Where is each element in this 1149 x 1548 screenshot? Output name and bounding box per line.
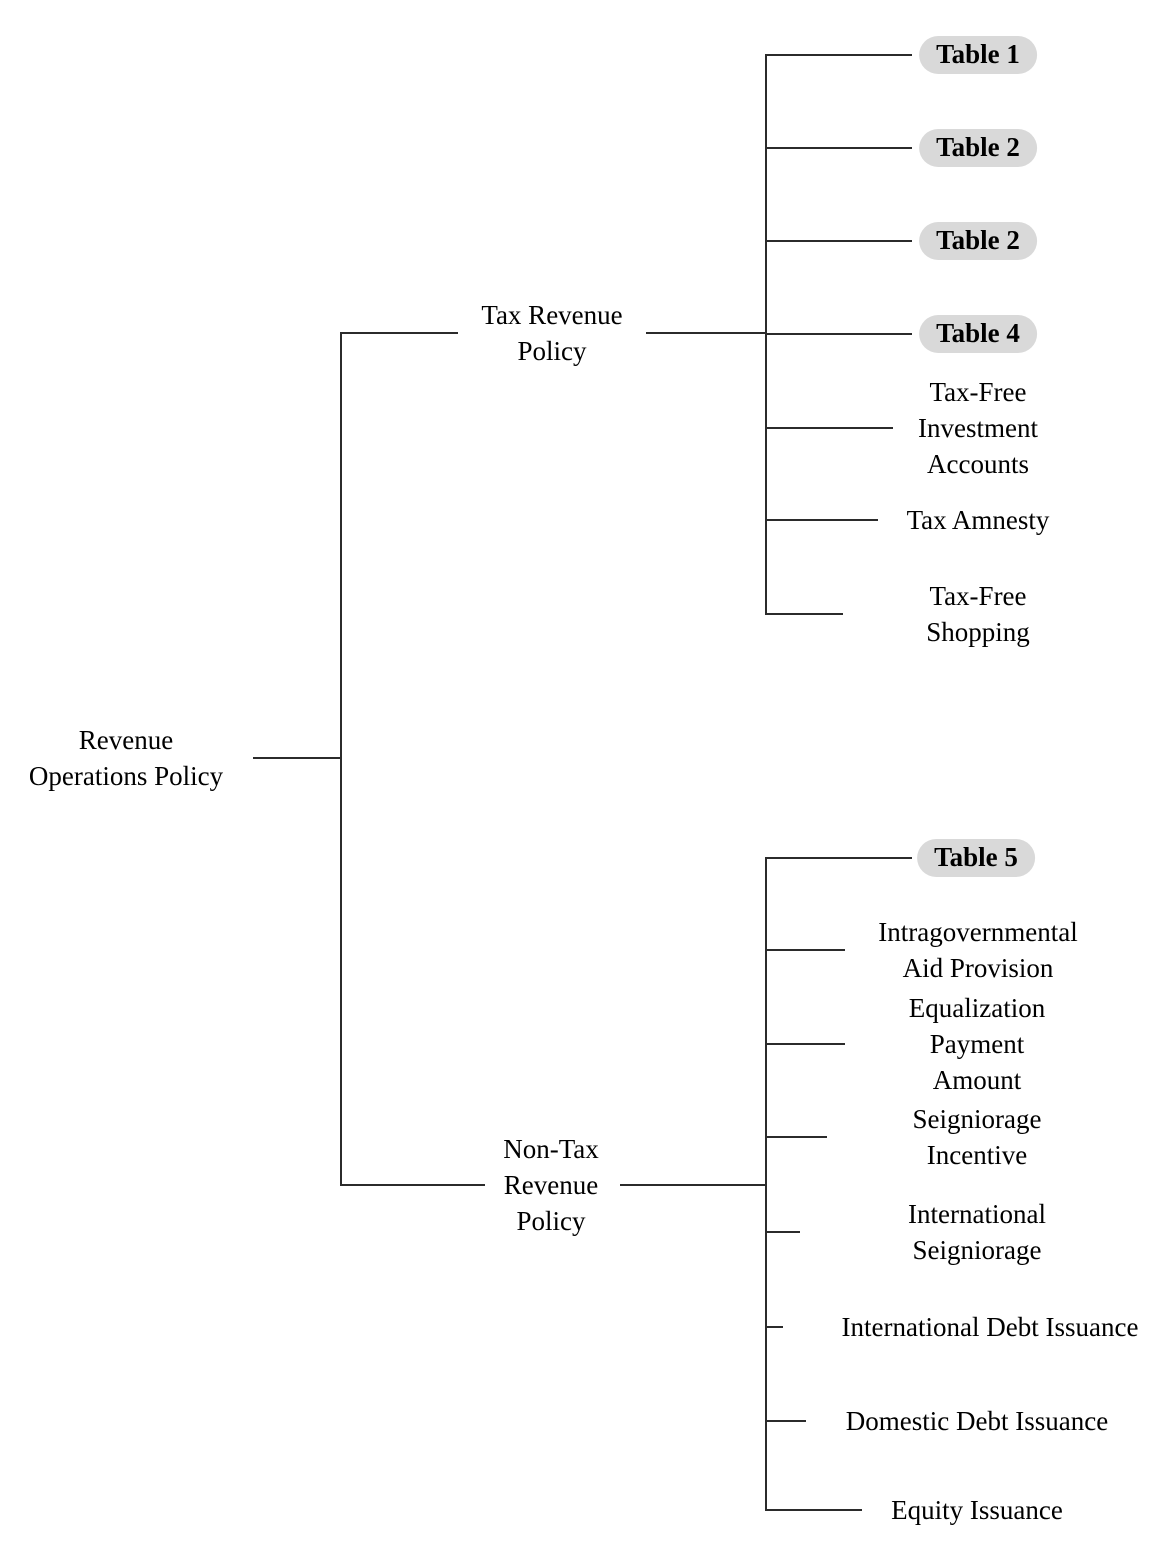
leaf-table-2b: Table 2	[919, 222, 1037, 260]
leaf-equalization-payment-amount: Equalization Payment Amount	[908, 993, 1046, 1095]
edge-tax-free-investment-accounts	[765, 427, 893, 429]
leaf-table-4: Table 4	[919, 315, 1037, 353]
edge-table-2a	[765, 147, 912, 149]
edge-equalization-payment-amount	[765, 1043, 845, 1045]
leaf-tax-free-investment-accounts: Tax-Free Investment Accounts	[918, 377, 1038, 479]
edge-international-seigniorage	[765, 1231, 800, 1233]
edge-tax-amnesty	[765, 519, 878, 521]
leaf-intragovernmental-aid-provision: Intragovernmental Aid Provision	[878, 917, 1078, 983]
edge-trunk-to-nontax	[340, 1184, 485, 1186]
edge-nontax-to-spine	[620, 1184, 766, 1186]
leaf-table-1: Table 1	[919, 36, 1037, 74]
edge-seigniorage-incentive	[765, 1136, 827, 1138]
leaf-table-2a: Table 2	[919, 129, 1037, 167]
edge-table-1	[765, 54, 912, 56]
edge-table-4	[765, 333, 912, 335]
leaf-international-seigniorage: International Seigniorage	[908, 1199, 1046, 1265]
leaf-domestic-debt-issuance: Domestic Debt Issuance	[845, 1406, 1109, 1436]
edge-tax-to-spine	[646, 332, 766, 334]
edge-tax-free-shopping	[765, 613, 843, 615]
leaf-tax-amnesty: Tax Amnesty	[906, 505, 1050, 535]
nontax-spine-vertical	[765, 858, 767, 1511]
edge-root-to-trunk	[253, 757, 341, 759]
edge-domestic-debt-issuance	[765, 1420, 806, 1422]
edge-international-debt-issuance	[765, 1326, 783, 1328]
branch-node-non-tax-revenue-policy: Non-Tax Revenue Policy	[503, 1134, 599, 1236]
edge-intragovernmental-aid-provision	[765, 949, 845, 951]
edge-equity-issuance	[765, 1509, 862, 1511]
leaf-table-5: Table 5	[917, 839, 1035, 877]
leaf-international-debt-issuance: International Debt Issuance	[841, 1312, 1139, 1342]
leaf-equity-issuance: Equity Issuance	[891, 1495, 1063, 1525]
edge-table-2b	[765, 240, 912, 242]
leaf-seigniorage-incentive: Seigniorage Incentive	[912, 1104, 1042, 1170]
leaf-tax-free-shopping: Tax-Free Shopping	[926, 581, 1030, 647]
edge-table-5	[765, 857, 912, 859]
tax-spine-vertical	[765, 55, 767, 615]
trunk-vertical	[340, 332, 342, 1185]
root-node-revenue-operations-policy: Revenue Operations Policy	[28, 725, 224, 791]
edge-trunk-to-tax	[340, 332, 458, 334]
branch-node-tax-revenue-policy: Tax Revenue Policy	[481, 300, 623, 366]
